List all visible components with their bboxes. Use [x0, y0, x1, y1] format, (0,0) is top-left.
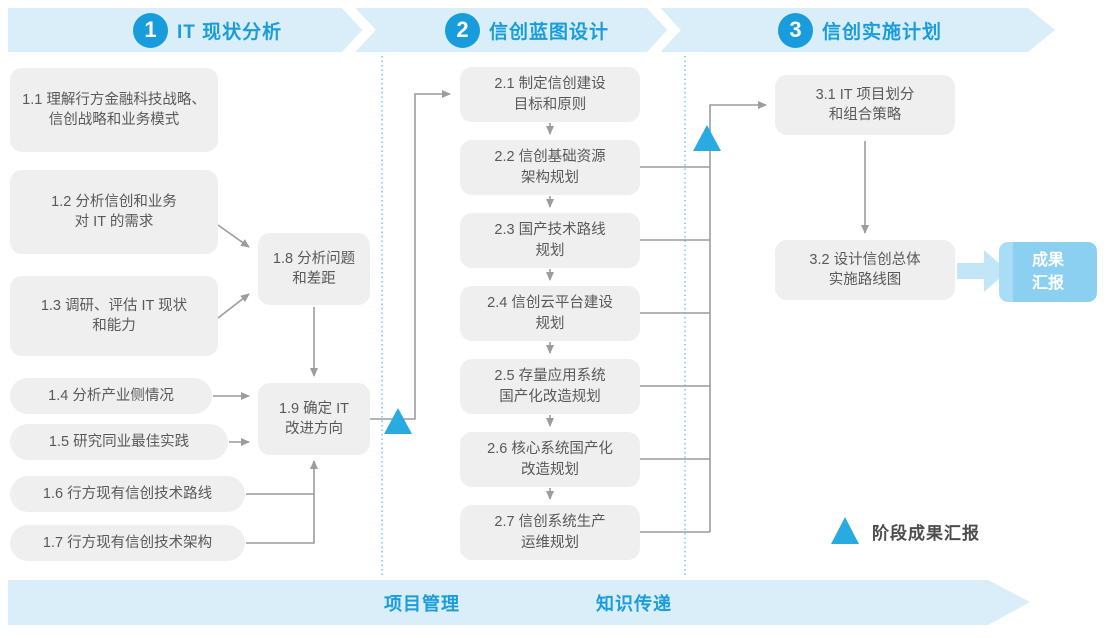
step-box-1-5: 1.5 研究同业最佳实践	[10, 424, 228, 460]
bottom-label-project-management: 项目管理	[384, 594, 460, 614]
milestone-triangle-phase1	[384, 408, 412, 434]
milestone-triangle-phase2	[693, 125, 721, 151]
phase-3-number-badge: 3	[778, 12, 813, 48]
step-box-1-6: 1.6 行方现有信创技术路线	[10, 476, 245, 512]
phase-header-1: 1 IT 现状分析	[133, 12, 282, 48]
phase-separator-chevron-1	[341, 0, 376, 60]
result-report-box: 成果 汇报	[999, 242, 1097, 302]
phase-header-3: 3 信创实施计划	[778, 12, 942, 48]
step-box-2-1: 2.1 制定信创建设 目标和原则	[460, 67, 640, 122]
step-box-3-1: 3.1 IT 项目划分 和组合策略	[775, 75, 955, 135]
step-box-1-1: 1.1 理解行方金融科技战略、 信创战略和业务模式	[10, 68, 218, 152]
step-box-1-7: 1.7 行方现有信创技术架构	[10, 525, 245, 561]
step-box-1-2: 1.2 分析信创和业务 对 IT 的需求	[10, 170, 218, 254]
step-box-1-8: 1.8 分析问题 和差距	[258, 233, 370, 305]
step-box-2-6: 2.6 核心系统国产化 改造规划	[460, 432, 640, 487]
phase-3-label: 信创实施计划	[822, 21, 943, 43]
bottom-label-knowledge-transfer: 知识传递	[596, 594, 672, 614]
phase-2-number-badge: 2	[445, 12, 480, 48]
phase-2-label: 信创蓝图设计	[489, 21, 610, 43]
milestone-triangle-legend	[831, 517, 859, 544]
step-box-2-4: 2.4 信创云平台建设 规划	[460, 286, 640, 341]
step-box-2-3: 2.3 国产技术路线 规划	[460, 213, 640, 268]
step-box-3-2: 3.2 设计信创总体 实施路线图	[775, 240, 955, 300]
phase-header-2: 2 信创蓝图设计	[445, 12, 609, 48]
step-box-2-7: 2.7 信创系统生产 运维规划	[460, 505, 640, 560]
step-box-1-4: 1.4 分析产业侧情况	[10, 378, 212, 414]
bottom-band	[8, 580, 1030, 625]
step-box-2-5: 2.5 存量应用系统 国产化改造规划	[460, 359, 640, 414]
step-box-2-2: 2.2 信创基础资源 架构规划	[460, 140, 640, 195]
result-fat-arrow	[957, 250, 1008, 292]
step-box-1-3: 1.3 调研、评估 IT 现状 和能力	[10, 276, 218, 356]
phase-1-number-badge: 1	[133, 12, 168, 48]
step-box-1-9: 1.9 确定 IT 改进方向	[258, 383, 370, 455]
phase-1-label: IT 现状分析	[177, 21, 283, 43]
phase-separator-chevron-2	[646, 0, 681, 60]
legend-milestone-label: 阶段成果汇报	[872, 524, 980, 543]
